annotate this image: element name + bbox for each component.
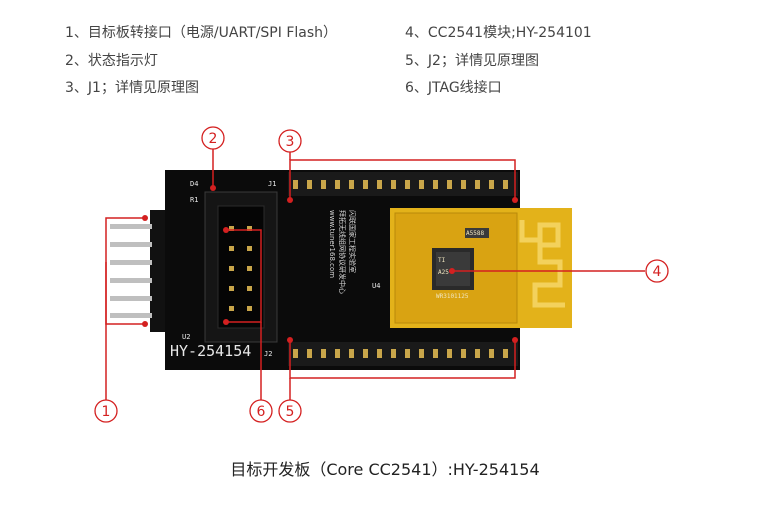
module-text-1: TI xyxy=(438,257,446,264)
silk-vertical-2: 拜拓无线组网协议研发中心 xyxy=(338,210,347,294)
jtag-connector xyxy=(204,191,278,343)
j2-header xyxy=(288,342,518,366)
callout-circle-5 xyxy=(278,399,302,423)
legend-item-4: 4、CC2541模块;HY-254101 xyxy=(405,25,592,41)
silk-u2: U2 xyxy=(182,333,190,341)
silk-vertical-3: www.tuner168.com xyxy=(328,210,336,278)
left-pin-header xyxy=(110,210,168,332)
silk-j1: J1 xyxy=(268,180,276,188)
callout-label-2: 2 xyxy=(209,131,218,147)
callout-label-6: 6 xyxy=(257,404,266,420)
j1-header xyxy=(288,172,518,196)
callout-label-1: 1 xyxy=(102,404,111,420)
silk-j2: J2 xyxy=(264,350,272,358)
callout-circle-2 xyxy=(201,126,225,150)
module-text-3: WR3101125 xyxy=(436,293,469,300)
module-chip-text: A5588 xyxy=(466,230,484,237)
legend-item-5: 5、J2；详情见原理图 xyxy=(405,53,539,69)
cc2541-module xyxy=(390,208,572,328)
callout-circle-3 xyxy=(278,129,302,153)
silk-model: HY-254154 xyxy=(170,342,251,360)
figure-caption: 目标开发板（Core CC2541）:HY-254154 xyxy=(230,460,540,479)
legend-item-2: 2、状态指示灯 xyxy=(65,53,158,69)
callout-lines xyxy=(105,149,645,400)
silk-d4: D4 xyxy=(190,180,198,188)
legend-item-3: 3、J1；详情见原理图 xyxy=(65,80,199,96)
silk-r1: R1 xyxy=(190,196,198,204)
silk-u4: U4 xyxy=(372,282,380,290)
callout-dots xyxy=(142,185,518,343)
callout-label-4: 4 xyxy=(653,264,662,280)
legend-item-1: 1、目标板转接口（电源/UART/SPI Flash） xyxy=(65,25,338,41)
legend-item-6: 6、JTAG线接口 xyxy=(405,80,502,96)
callout-circle-6 xyxy=(249,399,273,423)
callout-label-3: 3 xyxy=(286,134,295,150)
callout-circle-1 xyxy=(94,399,118,423)
callout-label-5: 5 xyxy=(286,404,295,420)
module-text-2: A25 xyxy=(438,269,449,276)
silk-vertical-1: 闪联国家工程实验室 xyxy=(348,210,357,273)
callout-circle-4 xyxy=(645,259,669,283)
